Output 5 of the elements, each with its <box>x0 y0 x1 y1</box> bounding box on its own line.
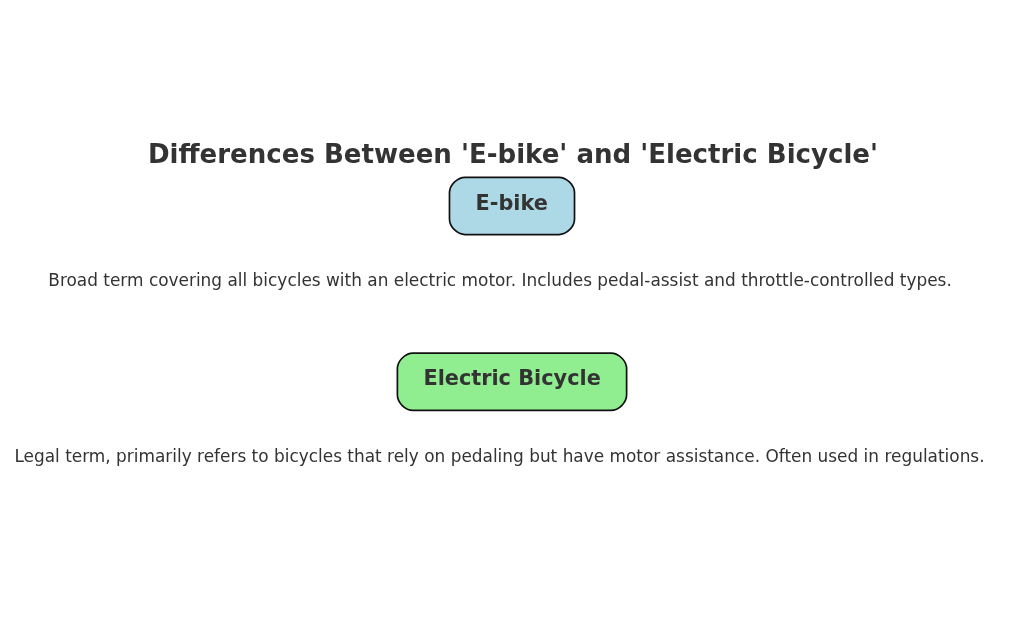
node-box: Electric Bicycle <box>396 351 628 411</box>
diagram-title: Differences Between 'E-bike' and 'Electric Bicycle' <box>147 138 879 169</box>
node-label: Broad term covering all bicycles with an electric motor. Includes pedal-assist and throttle-controlled types. <box>48 269 952 290</box>
node-box: E-bike <box>448 175 576 235</box>
node-label: Legal term, primarily refers to bicycles that rely on pedaling but have motor assistance. Often used in regulations. <box>14 445 985 466</box>
